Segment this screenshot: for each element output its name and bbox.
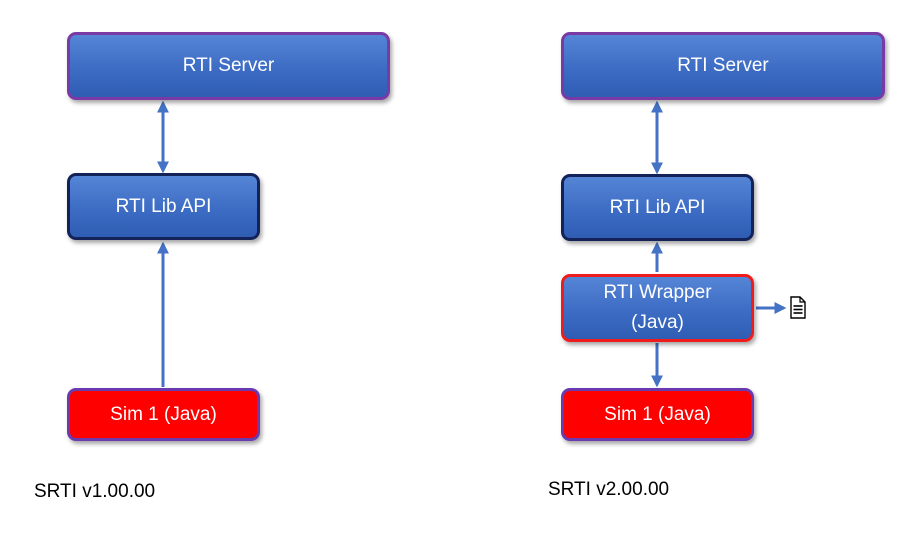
document-icon — [790, 296, 806, 319]
v2-rti-lib-api-label: RTI Lib API — [609, 196, 706, 218]
v2-rti-server-box: RTI Server — [561, 32, 885, 100]
v2-rti-server-label: RTI Server — [677, 55, 769, 76]
v2-sim-box: Sim 1 (Java) — [561, 388, 754, 441]
v2-sim-label: Sim 1 (Java) — [604, 403, 711, 425]
v1-rti-server-label: RTI Server — [182, 55, 275, 76]
v1-rti-lib-api-label: RTI Lib API — [115, 195, 212, 217]
v2-caption: SRTI v2.00.00 — [548, 479, 670, 500]
v1-sim-box: Sim 1 (Java) — [67, 388, 260, 441]
v2-rti-wrapper-label: RTI Wrapper (Java) — [603, 282, 712, 333]
v1-sim-label: Sim 1 (Java) — [110, 403, 217, 425]
v2-rti-wrapper-box: RTI Wrapper (Java) — [561, 274, 754, 342]
v2-rti-lib-api-box: RTI Lib API — [561, 174, 754, 241]
v1-rti-server-box: RTI Server — [67, 32, 390, 100]
v1-rti-lib-api-box: RTI Lib API — [67, 173, 260, 240]
v1-caption: SRTI v1.00.00 — [34, 481, 156, 502]
